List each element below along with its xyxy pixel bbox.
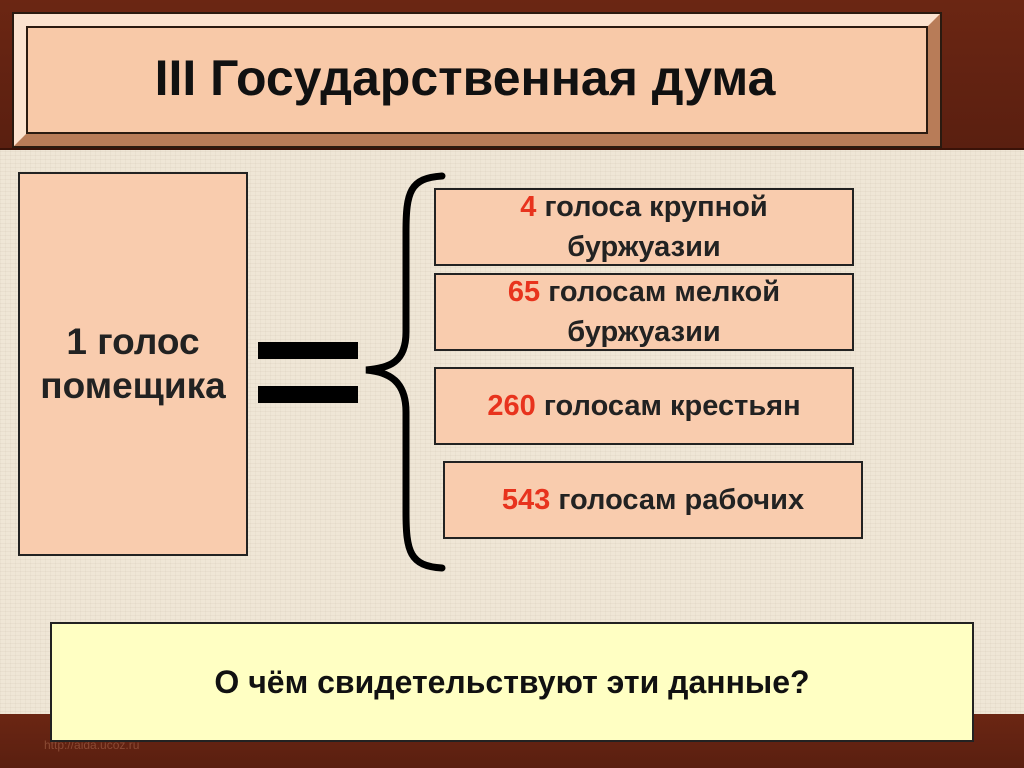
question-text: О чём свидетельствуют эти данные? [214, 663, 810, 700]
vote-text: голосам рабочих [550, 484, 805, 516]
vote-box-big-bourgeoisie: 4 голоса крупной буржуазии [434, 188, 854, 266]
vote-number: 4 [520, 191, 537, 223]
question-box: О чём свидетельствуют эти данные? [50, 622, 974, 742]
equals-sign-bottom-bar [258, 386, 358, 403]
vote-box-peasants: 260 голосам крестьян [434, 367, 854, 445]
vote-text: голосам мелкой [540, 276, 781, 308]
vote-line-2: буржуазии [567, 316, 721, 348]
vote-number: 260 [487, 390, 536, 422]
curly-brace-icon [365, 172, 446, 572]
vote-line-1: 260 голосам крестьян [487, 386, 800, 426]
title-frame: III Государственная дума [14, 14, 940, 146]
vote-number: 543 [501, 484, 551, 516]
vote-text: голосам крестьян [535, 390, 801, 422]
vote-text: голоса крупной [536, 191, 768, 223]
landowner-line-1: 1 голос [66, 321, 200, 362]
vote-number: 65 [507, 276, 541, 308]
title-inner: III Государственная дума [26, 26, 928, 134]
vote-line-1: 65 голосам мелкой [508, 272, 780, 312]
page-title: III Государственная дума [154, 50, 776, 106]
vote-line-1: 543 голосам рабочих [502, 480, 804, 520]
vote-box-workers: 543 голосам рабочих [443, 461, 863, 539]
vote-line-1: 4 голоса крупной [520, 187, 767, 227]
equals-sign-top-bar [258, 342, 358, 359]
vote-box-petty-bourgeoisie: 65 голосам мелкой буржуазии [434, 273, 854, 351]
landowner-line-2: помещика [40, 365, 226, 406]
vote-line-2: буржуазии [567, 231, 721, 263]
landowner-vote-box: 1 голос помещика [18, 172, 248, 556]
